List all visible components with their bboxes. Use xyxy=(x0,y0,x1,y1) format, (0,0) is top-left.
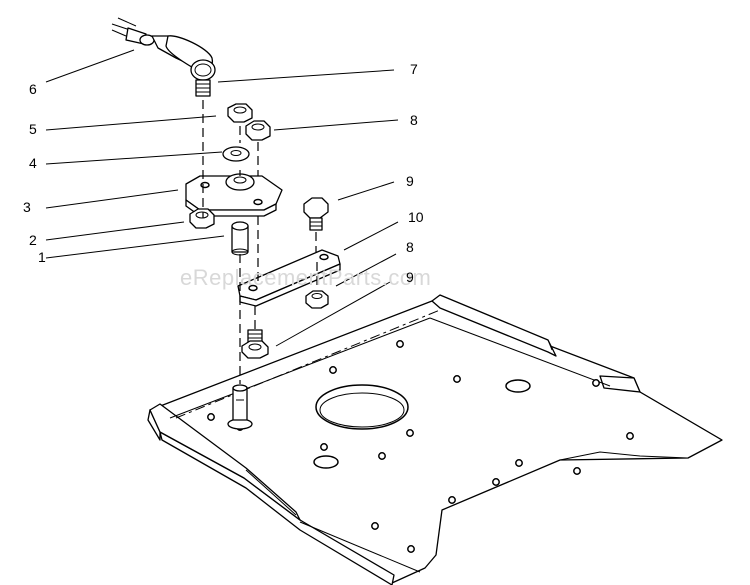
callout-labels: 6 7 5 8 4 9 3 10 2 8 1 9 xyxy=(23,61,424,285)
lock-nut-upper xyxy=(227,103,253,123)
callout-9-lower: 9 xyxy=(406,269,414,285)
assembly-axis-lines xyxy=(202,100,318,384)
callout-8-lower: 8 xyxy=(406,239,414,255)
callout-1: 1 xyxy=(38,249,46,265)
callout-2: 2 xyxy=(29,232,37,248)
callout-4: 4 xyxy=(29,155,37,171)
lock-nut-link xyxy=(305,290,329,309)
pivot-pin-on-plate xyxy=(227,384,253,430)
callout-6: 6 xyxy=(29,81,37,97)
stud-bolt xyxy=(195,79,211,97)
callout-8-upper: 8 xyxy=(410,112,418,128)
callout-3: 3 xyxy=(23,199,31,215)
hex-bolt-right xyxy=(303,197,329,231)
callout-10: 10 xyxy=(408,209,424,225)
hex-nut-lower xyxy=(189,208,215,229)
bellcrank-plate xyxy=(185,173,283,217)
lock-nut-right xyxy=(245,120,271,141)
callout-9-upper: 9 xyxy=(406,173,414,189)
watermark-text: eReplacementParts.com xyxy=(180,265,431,290)
shoulder-bolt-lower xyxy=(241,329,269,359)
callout-7: 7 xyxy=(410,61,418,77)
spacer-bushing xyxy=(231,221,249,256)
callout-5: 5 xyxy=(29,121,37,137)
rod-end-ball-joint xyxy=(111,17,216,81)
flat-washer xyxy=(222,146,250,162)
base-plate xyxy=(147,294,723,585)
callout-leaders xyxy=(45,49,399,347)
